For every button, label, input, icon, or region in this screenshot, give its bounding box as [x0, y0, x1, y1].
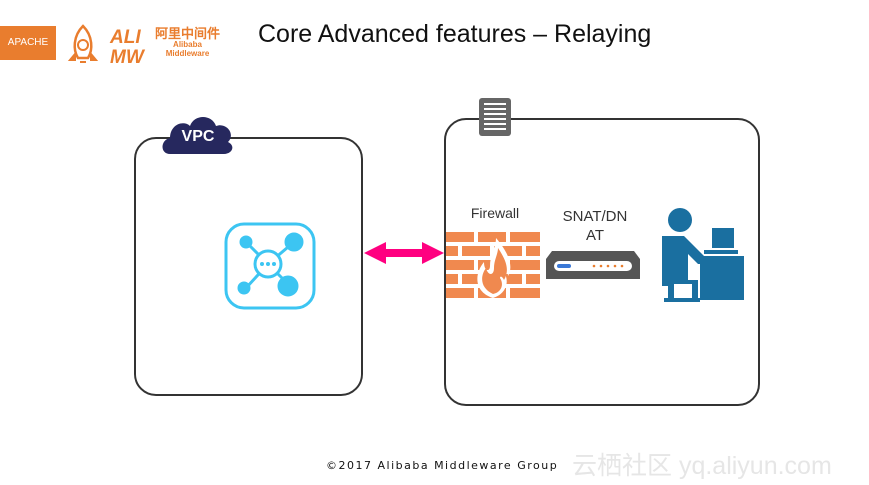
nat-label-line2: AT: [585, 227, 605, 244]
svg-text:ALI: ALI: [109, 27, 141, 48]
onpremise-container: [444, 118, 760, 406]
nat-label-line1: SNAT/DN: [562, 208, 628, 225]
footer-copyright: ©2017 Alibaba Middleware Group: [326, 459, 559, 472]
vpc-cloud-icon: [162, 117, 233, 154]
firewall-icon: [446, 232, 540, 298]
slide-title: Core Advanced features – Relaying: [258, 20, 652, 48]
bidirectional-arrow-icon: [364, 242, 444, 264]
apache-logo: APACHE: [0, 26, 56, 60]
relay-hub-icon: [224, 222, 316, 310]
ali-mw-logo-icon: ALI MW: [109, 27, 146, 66]
building-icon: [479, 98, 511, 136]
logo-en-text-2: Middleware: [165, 49, 210, 58]
svg-text:MW: MW: [110, 47, 146, 66]
alibaba-middleware-logo: 阿里中间件 Alibaba Middleware: [155, 27, 220, 58]
rocketmq-logo-icon: [67, 24, 99, 63]
vpc-label: VPC: [181, 128, 215, 145]
logo-cn-text: 阿里中间件: [155, 26, 221, 41]
logo-en-text-1: Alibaba: [173, 40, 202, 49]
nat-label: SNAT/DN AT: [547, 207, 643, 245]
vpc-container: [134, 137, 363, 396]
apache-logo-text: APACHE: [7, 37, 49, 48]
user-workstation-icon: [662, 208, 744, 302]
watermark: 云栖社区 yq.aliyun.com: [572, 452, 832, 480]
router-icon: [546, 251, 640, 279]
firewall-label: Firewall: [470, 205, 520, 221]
